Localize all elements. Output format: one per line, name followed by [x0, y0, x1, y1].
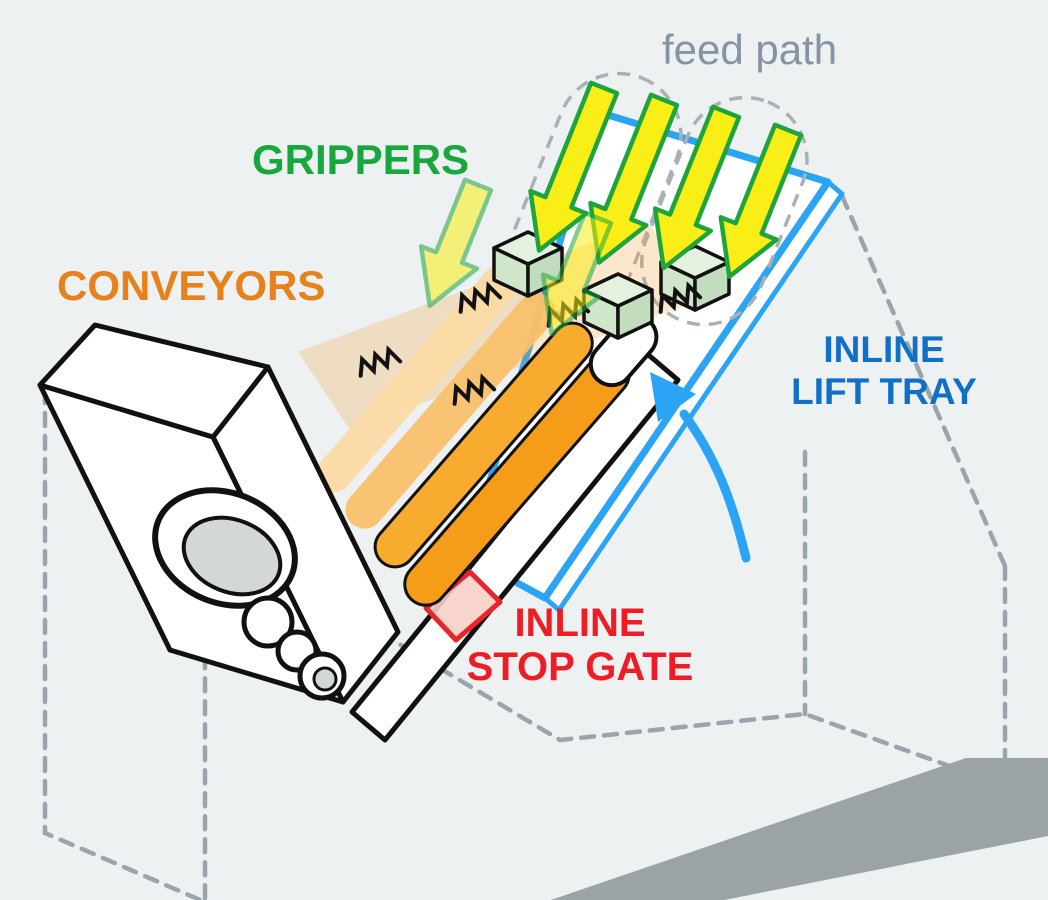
feed-arrow-icon — [588, 92, 680, 265]
part-scribble — [658, 281, 703, 314]
floor-slab — [550, 758, 1048, 900]
motor-block — [37, 322, 401, 705]
lift-arrow-curve — [679, 409, 751, 563]
conveyors-label: CONVEYORS — [57, 262, 325, 309]
conveyor-belt-back — [315, 264, 519, 493]
drive-pulley-inner — [181, 515, 283, 597]
feed-arrow-icon — [652, 104, 742, 271]
lift-arrow-head-icon — [650, 372, 696, 422]
lift-tray-arrow — [650, 372, 751, 563]
gripper-top-face — [582, 272, 654, 308]
labels: feed path GRIPPERS CONVEYORS INLINE LIFT… — [57, 26, 977, 689]
gripper-block-2 — [582, 272, 654, 340]
conveyor-belts — [315, 264, 659, 607]
motor-block-top-face — [37, 322, 271, 440]
grippers-label: GRIPPERS — [252, 136, 469, 183]
lift-tray-label-line2: LIFT TRAY — [791, 371, 977, 412]
feed-arrow-icon — [528, 80, 620, 253]
drop-arrow-icon — [540, 210, 614, 337]
conveyor-belt-mid-back — [345, 292, 556, 529]
part-scribble — [358, 345, 403, 378]
feed-path-arrows — [528, 80, 804, 279]
idler-pulley-1 — [241, 595, 295, 649]
idler-pulley-3-hub — [312, 666, 338, 692]
feed-arrow-icon — [718, 122, 804, 279]
conveyor-belt-mid-front — [373, 321, 594, 569]
part-scribble — [452, 373, 497, 406]
part-scribble — [458, 281, 503, 314]
lift-tray-label-line1: INLINE — [823, 329, 944, 370]
drop-arrows — [418, 177, 614, 337]
stop-gate-label-line1: INLINE — [514, 601, 645, 645]
feed-path-label: feed path — [662, 26, 837, 73]
drop-arrow-icon — [418, 177, 494, 308]
stop-gate-label-line2: STOP GATE — [467, 645, 694, 689]
feed-tube-right — [640, 95, 809, 327]
